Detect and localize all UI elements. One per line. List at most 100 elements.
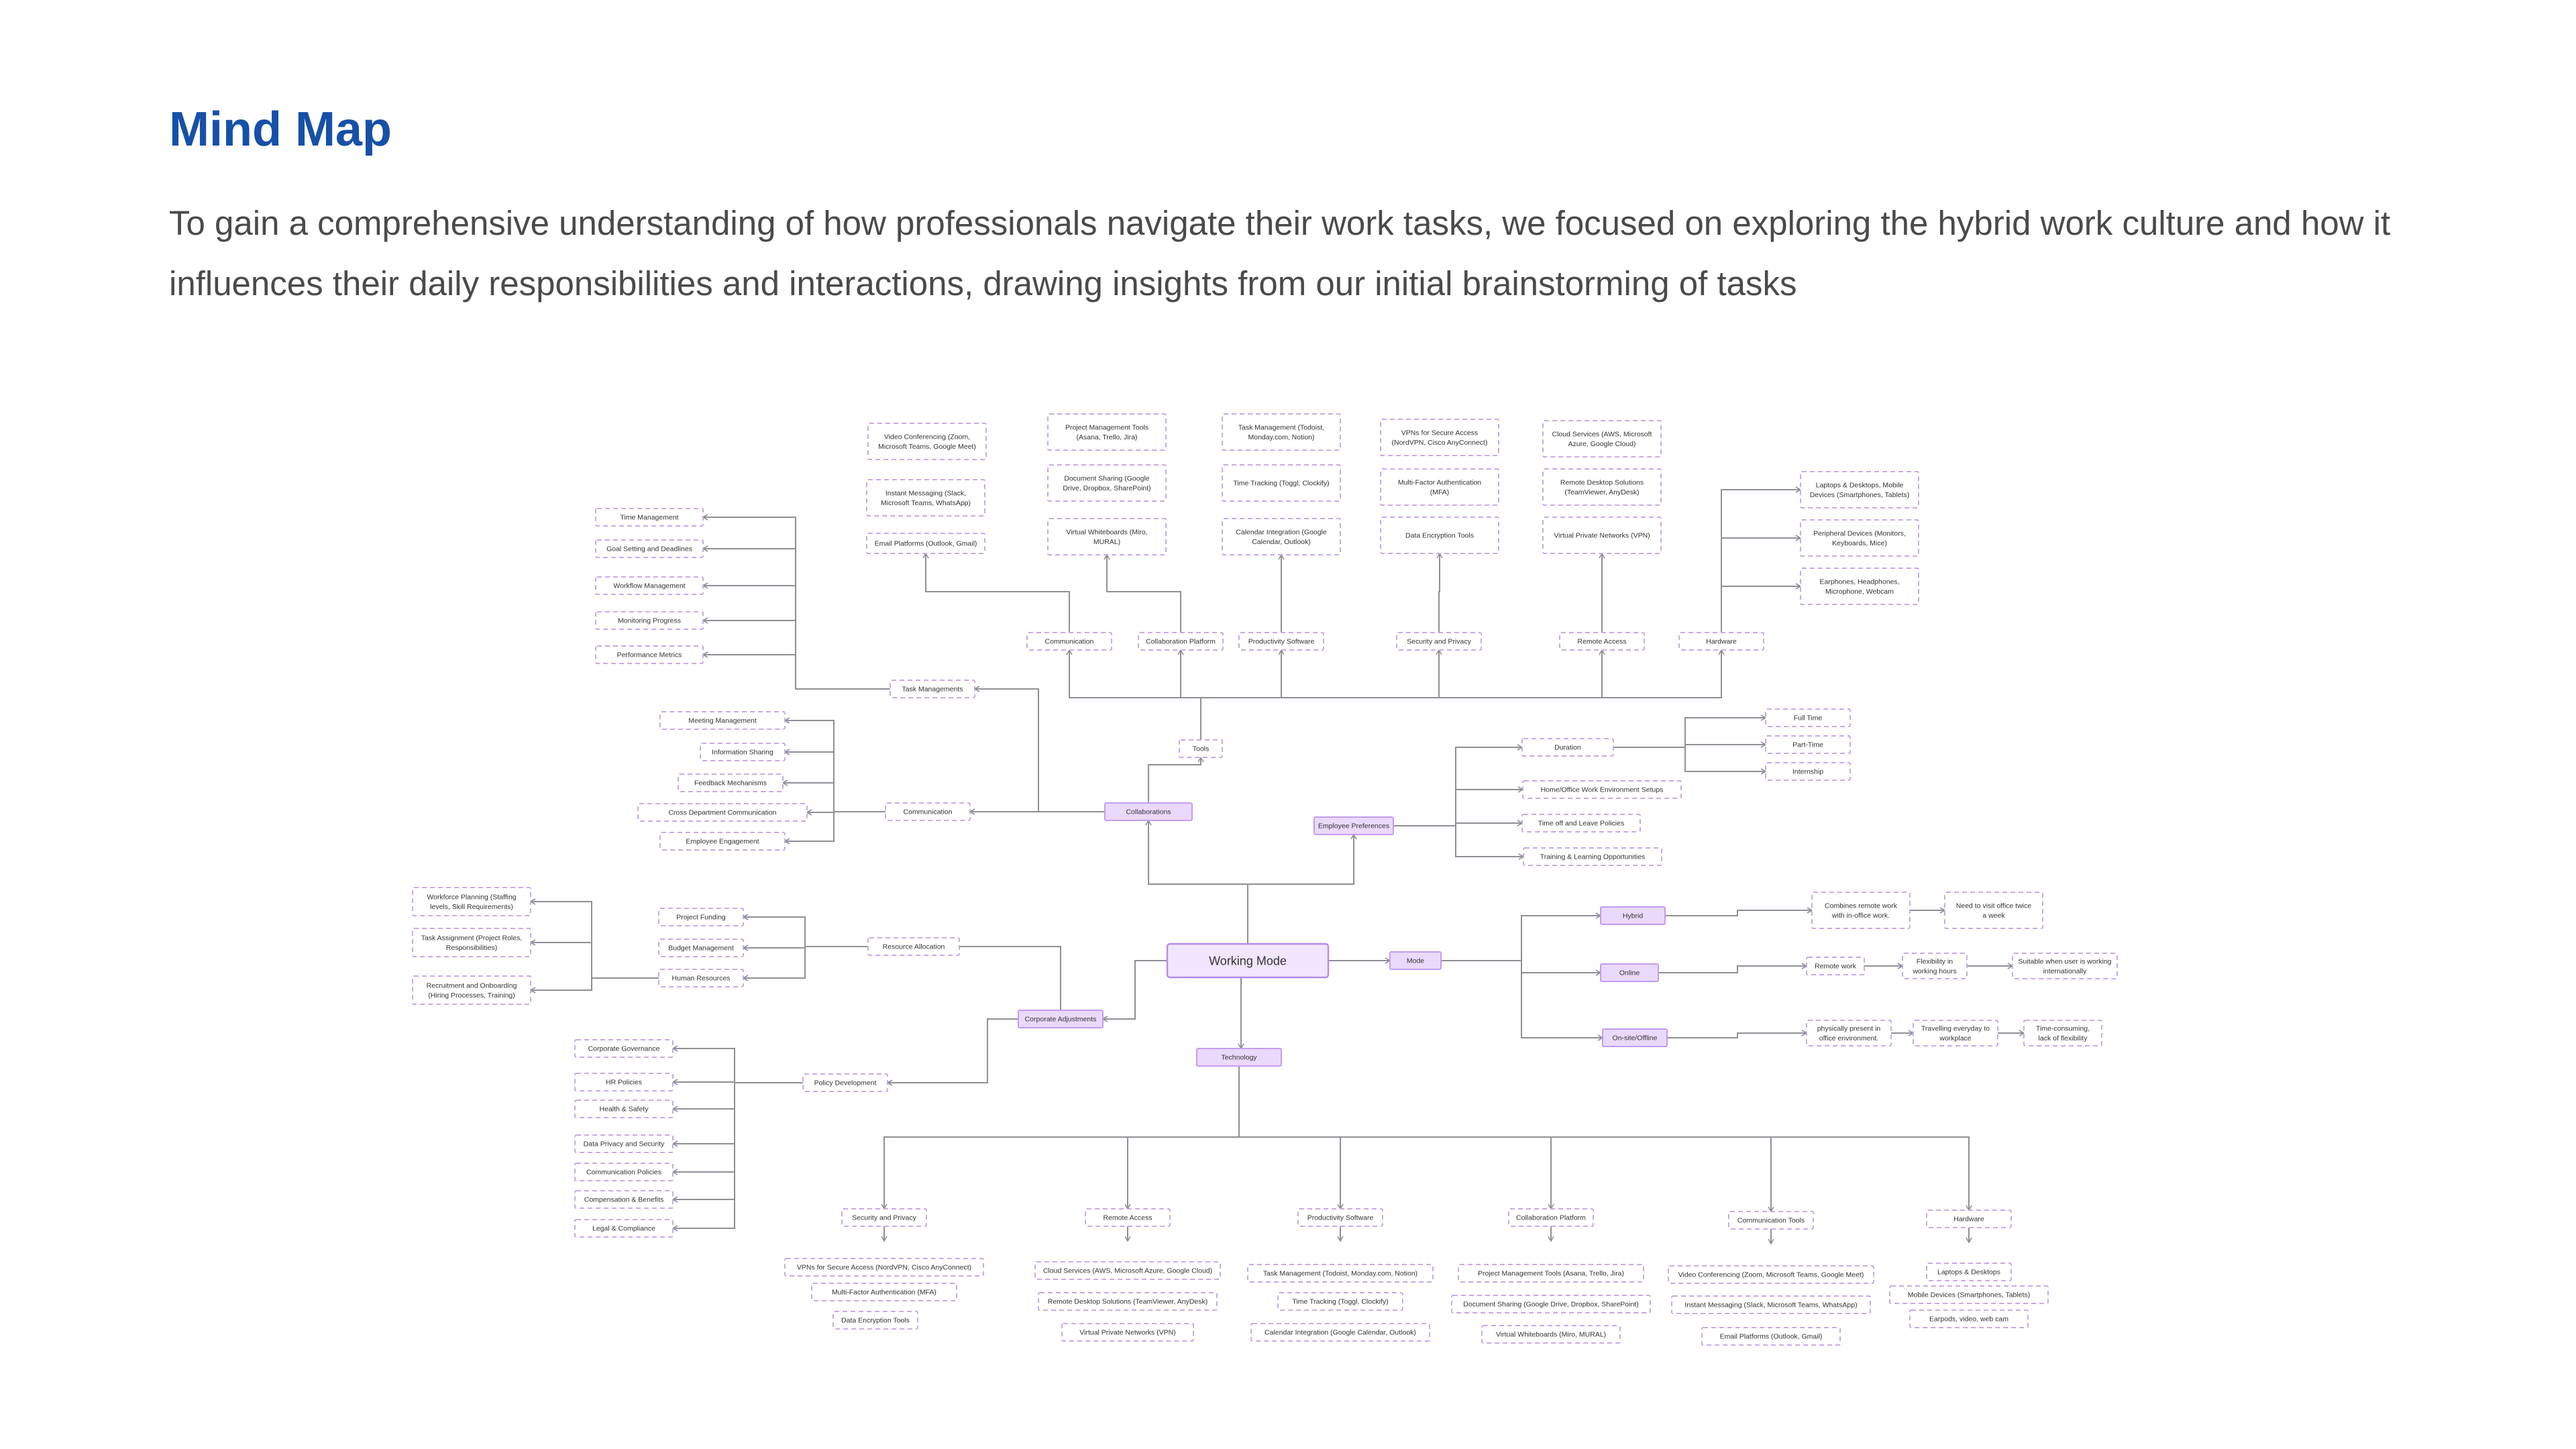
node-b-prod-1[interactable]: Task Management (Todoist, Monday.com, No… (1247, 1264, 1434, 1283)
node-b-sec[interactable]: Security and Privacy (841, 1208, 927, 1227)
node-b-remote-3[interactable]: Virtual Private Networks (VPN) (1061, 1323, 1194, 1342)
node-p-4[interactable]: Data Privacy and Security (574, 1134, 674, 1153)
node-t-remote-2[interactable]: Remote Desktop Solutions(TeamViewer, Any… (1542, 468, 1662, 506)
node-b-comm[interactable]: Communication Tools (1728, 1211, 1814, 1230)
node-p-6[interactable]: Compensation & Benefits (574, 1190, 674, 1209)
node-t-comm-1[interactable]: Video Conferencing (Zoom,Microsoft Teams… (867, 423, 987, 460)
node-b-comm-2[interactable]: Instant Messaging (Slack, Microsoft Team… (1671, 1295, 1871, 1314)
node-t-hw[interactable]: Hardware (1678, 632, 1764, 651)
node-ep-3[interactable]: Time off and Leave Policies (1521, 814, 1641, 833)
node-b-hw-3[interactable]: Earpods, video, web cam (1909, 1309, 2029, 1328)
node-b-hw-2[interactable]: Mobile Devices (Smartphones, Tablets) (1889, 1285, 2049, 1304)
node-onsite[interactable]: On-site/Offline (1602, 1028, 1668, 1047)
node-t-sec-2[interactable]: Multi-Factor Authentication(MFA) (1380, 468, 1499, 506)
node-cm-4[interactable]: Cross Department Communication (637, 803, 808, 822)
node-b-remote[interactable]: Remote Access (1085, 1208, 1171, 1227)
node-b-remote-2[interactable]: Remote Desktop Solutions (TeamViewer, An… (1038, 1292, 1218, 1311)
node-b-prod-2[interactable]: Time Tracking (Toggl, Clockify) (1277, 1292, 1403, 1311)
node-tm-4[interactable]: Monitoring Progress (595, 611, 704, 630)
node-tm-3[interactable]: Workflow Management (595, 576, 704, 595)
node-p-2[interactable]: HR Policies (574, 1073, 674, 1091)
node-policy[interactable]: Policy Development (802, 1073, 888, 1092)
node-tools[interactable]: Tools (1179, 739, 1223, 758)
node-t-sec-1[interactable]: VPNs for Secure Access(NordVPN, Cisco An… (1380, 419, 1499, 456)
node-b-prod[interactable]: Productivity Software (1297, 1208, 1383, 1227)
node-ra-3[interactable]: Human Resources (658, 969, 744, 987)
node-p-7[interactable]: Legal & Compliance (574, 1219, 674, 1238)
node-b-comm-1[interactable]: Video Conferencing (Zoom, Microsoft Team… (1668, 1265, 1874, 1284)
node-b-comm-3[interactable]: Email Platforms (Outlook, Gmail) (1701, 1327, 1841, 1346)
node-t-remote-3[interactable]: Virtual Private Networks (VPN) (1542, 517, 1662, 554)
node-hybrid[interactable]: Hybrid (1600, 906, 1666, 925)
node-mode[interactable]: Mode (1389, 951, 1442, 970)
node-hr-3[interactable]: Recruitment and Onboarding(Hiring Proces… (412, 975, 531, 1005)
node-task-mgmt[interactable]: Task Managements (890, 680, 975, 698)
node-p-3[interactable]: Health & Safety (574, 1099, 674, 1118)
node-t-prod[interactable]: Productivity Software (1238, 632, 1324, 651)
node-ep-4[interactable]: Training & Learning Opportunities (1523, 847, 1662, 866)
node-cm-1[interactable]: Meeting Management (659, 711, 786, 730)
node-t-comm-3[interactable]: Email Platforms (Outlook, Gmail) (866, 533, 985, 554)
node-hr-2[interactable]: Task Assignment (Project Roles,Responsib… (412, 928, 531, 957)
node-tm-1[interactable]: Time Management (595, 508, 704, 527)
node-t-sec-3[interactable]: Data Encryption Tools (1380, 517, 1499, 554)
node-tm-2[interactable]: Goal Setting and Deadlines (595, 539, 704, 558)
node-p-5[interactable]: Communication Policies (574, 1163, 674, 1181)
node-corp-adj[interactable]: Corporate Adjustments (1018, 1010, 1104, 1028)
node-b-collab-1[interactable]: Project Management Tools (Asana, Trello,… (1458, 1264, 1644, 1283)
node-t-comm[interactable]: Communication (1026, 632, 1112, 651)
node-b-sec-3[interactable]: Data Encryption Tools (833, 1311, 918, 1330)
node-b-hw[interactable]: Hardware (1926, 1210, 2012, 1228)
node-t-hw-2[interactable]: Peripheral Devices (Monitors,Keyboards, … (1800, 519, 1919, 557)
node-center[interactable]: Working Mode (1166, 943, 1330, 979)
node-t-remote[interactable]: Remote Access (1559, 632, 1645, 651)
node-b-prod-3[interactable]: Calendar Integration (Google Calendar, O… (1250, 1323, 1430, 1342)
node-t-collab-1[interactable]: Project Management Tools(Asana, Trello, … (1047, 413, 1167, 451)
node-p-1[interactable]: Corporate Governance (574, 1039, 674, 1058)
node-b-sec-1[interactable]: VPNs for Secure Access (NordVPN, Cisco A… (784, 1258, 984, 1277)
node-duration[interactable]: Duration (1521, 738, 1614, 757)
node-t-hw-3[interactable]: Earphones, Headphones,Microphone, Webcam (1800, 568, 1919, 605)
node-cm-3[interactable]: Feedback Mechanisms (678, 773, 784, 792)
node-b-hw-1[interactable]: Laptops & Desktops (1926, 1263, 2012, 1281)
node-t-collab-3[interactable]: Virtual Whiteboards (Miro,MURAL) (1047, 518, 1167, 555)
node-t-comm-2[interactable]: Instant Messaging (Slack,Microsoft Teams… (866, 479, 985, 517)
node-d-2[interactable]: Part-Time (1765, 735, 1851, 754)
node-s-3[interactable]: Time-consuming,lack of flexibility (2023, 1020, 2102, 1046)
node-cm-2[interactable]: Information Sharing (700, 743, 786, 761)
node-ra-2[interactable]: Budget Management (658, 938, 744, 957)
node-t-collab[interactable]: Collaboration Platform (1138, 632, 1224, 651)
node-tech[interactable]: Technology (1196, 1048, 1282, 1067)
node-o-3[interactable]: Suitable when user is workinginternation… (2012, 953, 2118, 979)
node-t-prod-2[interactable]: Time Tracking (Toggl, Clockify) (1222, 464, 1341, 502)
node-comm[interactable]: Communication (885, 802, 971, 821)
node-online[interactable]: Online (1600, 963, 1659, 982)
node-b-collab-3[interactable]: Virtual Whiteboards (Miro, MURAL) (1481, 1325, 1621, 1344)
node-collab[interactable]: Collaborations (1104, 802, 1193, 821)
node-ep-2[interactable]: Home/Office Work Environment Setups (1522, 780, 1682, 799)
node-cm-5[interactable]: Employee Engagement (659, 832, 786, 851)
node-tm-5[interactable]: Performance Metrics (595, 645, 704, 664)
node-emp-pref[interactable]: Employee Preferences (1313, 816, 1394, 835)
node-res-alloc[interactable]: Resource Allocation (867, 937, 960, 956)
node-t-sec[interactable]: Security and Privacy (1396, 632, 1482, 651)
node-b-collab[interactable]: Collaboration Platform (1508, 1208, 1594, 1227)
node-d-3[interactable]: Internship (1765, 762, 1851, 781)
node-ra-1[interactable]: Project Funding (658, 908, 744, 926)
node-b-sec-2[interactable]: Multi-Factor Authentication (MFA) (811, 1283, 957, 1301)
node-b-remote-1[interactable]: Cloud Services (AWS, Microsoft Azure, Go… (1034, 1261, 1221, 1280)
node-d-1[interactable]: Full Time (1765, 708, 1851, 727)
node-t-prod-1[interactable]: Task Management (Todoist,Monday.com, Not… (1222, 413, 1341, 451)
node-o-1[interactable]: Remote work (1806, 957, 1865, 975)
node-b-collab-2[interactable]: Document Sharing (Google Drive, Dropbox,… (1451, 1295, 1651, 1313)
